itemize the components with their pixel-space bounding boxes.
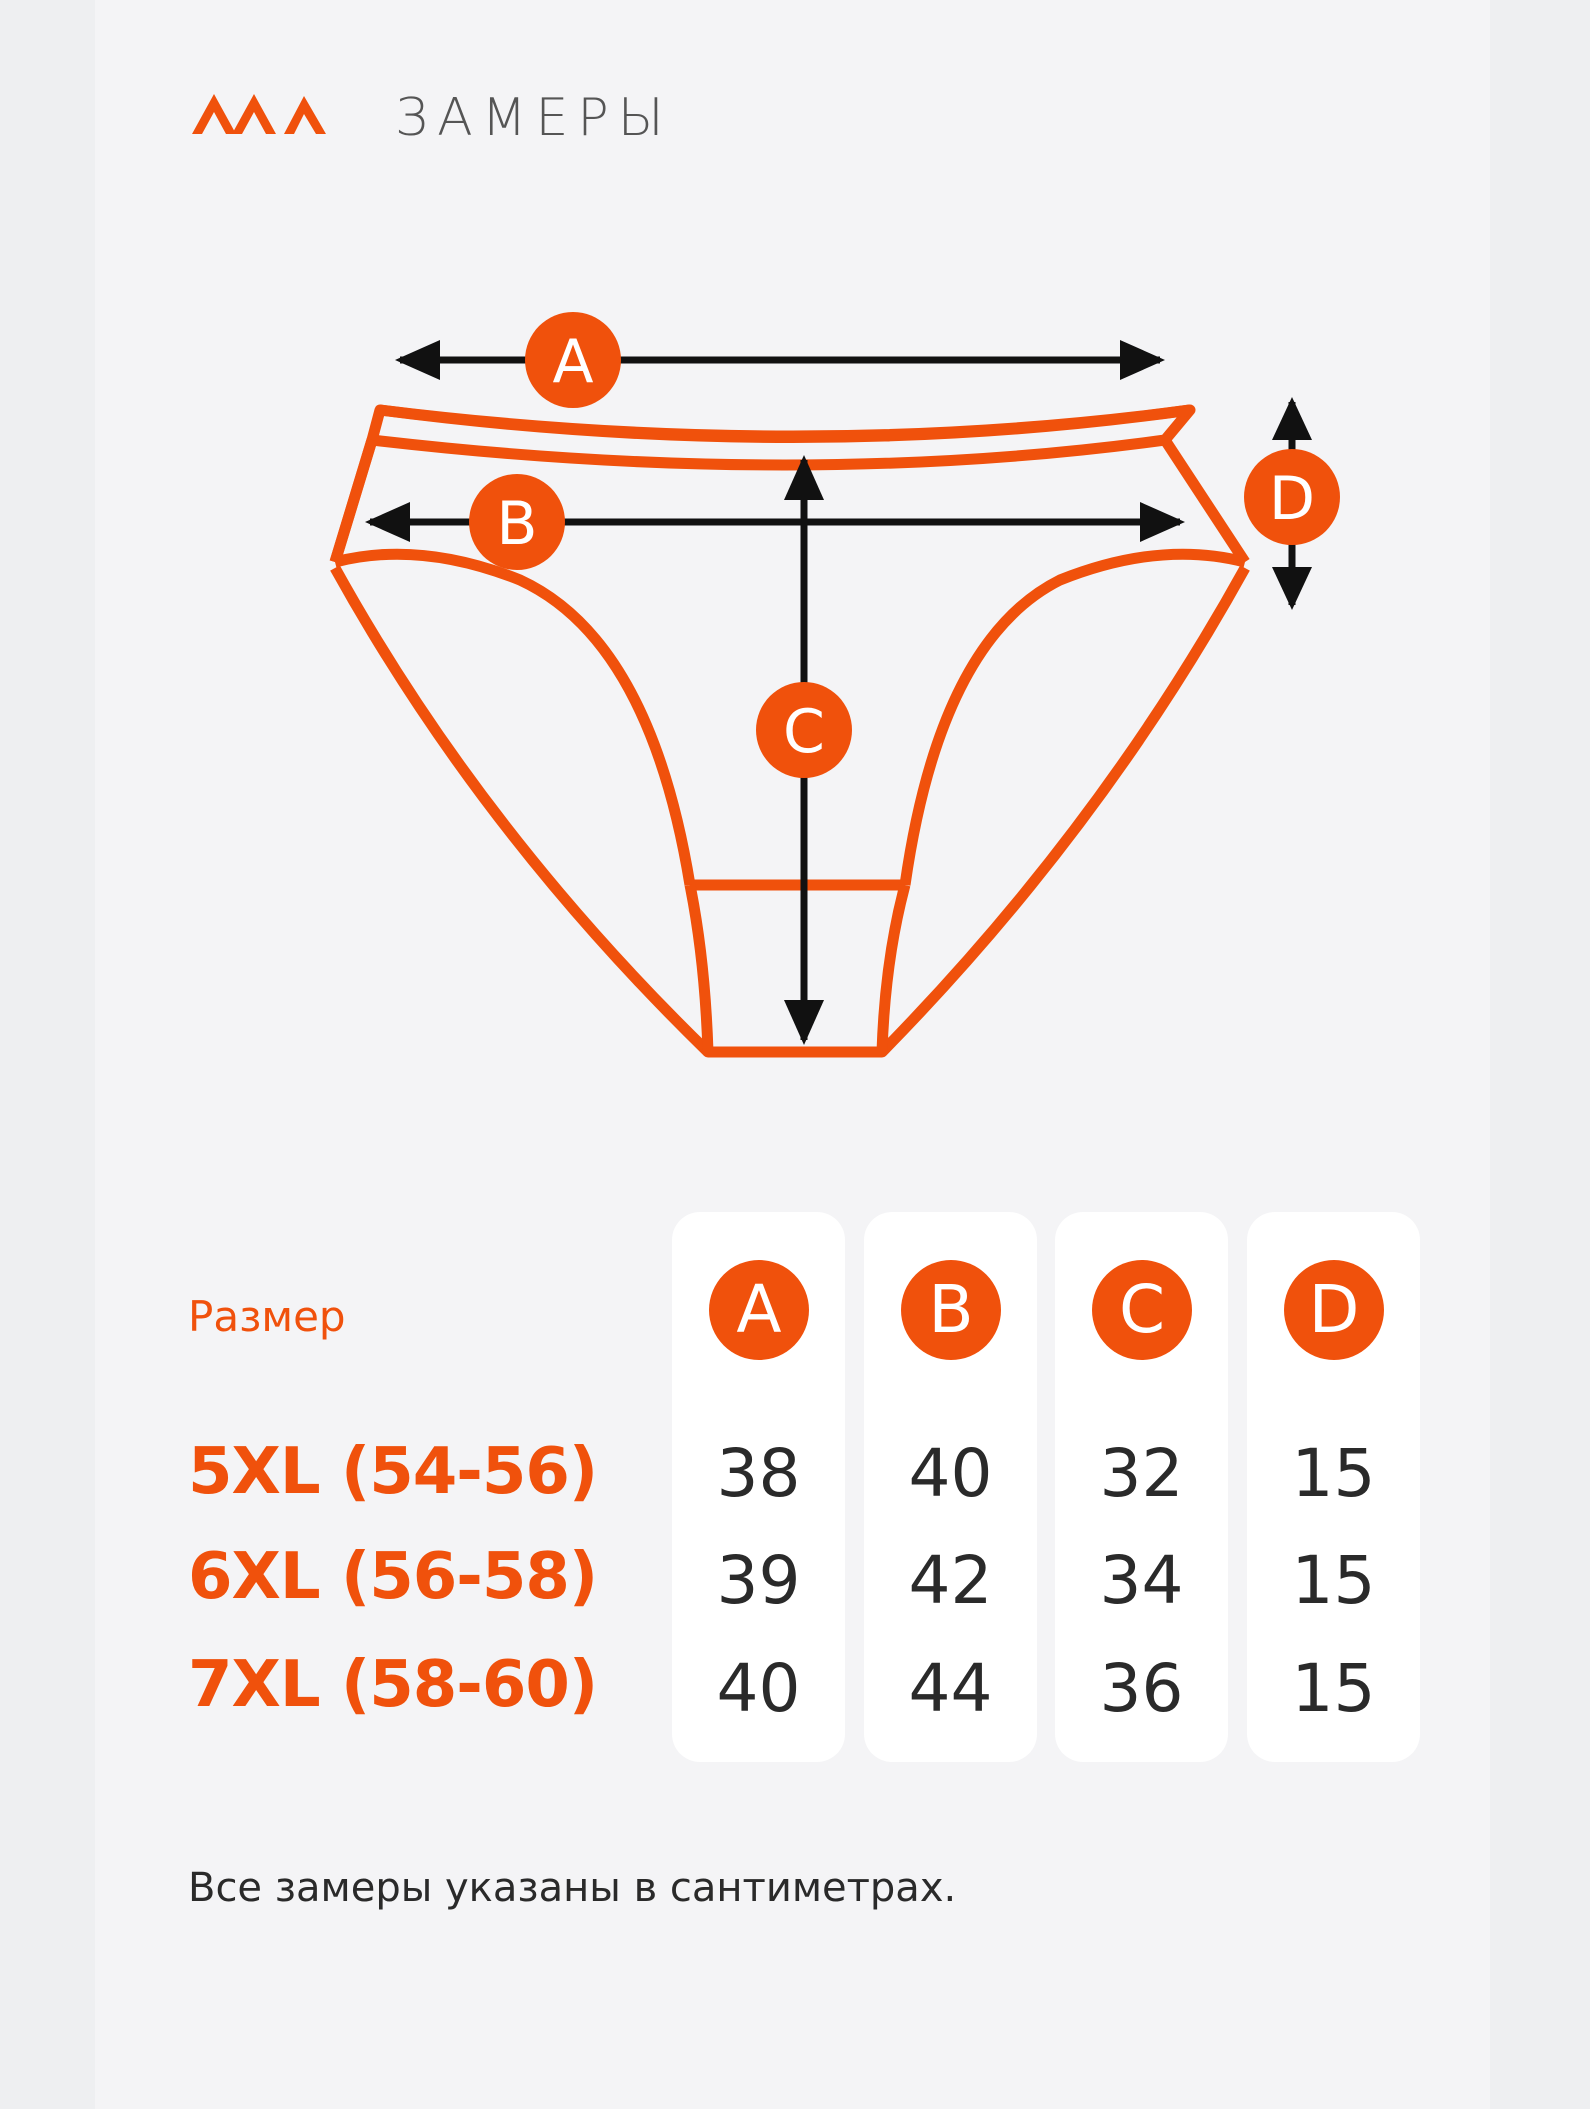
size-row-6xl: 6XL (56-58) [188,1540,598,1614]
marker-b: B [469,474,565,570]
arrow-a [395,340,1165,380]
size-row-5xl: 5XL (54-56) [188,1435,598,1509]
value-c-5xl: 32 [1099,1435,1184,1512]
value-d-7xl: 15 [1291,1650,1376,1727]
size-header: Размер [188,1292,346,1341]
column-b-badge: B [901,1260,1001,1360]
column-c-badge: C [1092,1260,1192,1360]
value-b-5xl: 40 [908,1435,993,1512]
value-b-6xl: 42 [908,1542,993,1619]
column-d: D 15 15 15 [1247,1212,1420,1762]
measurement-diagram: A B C D [329,312,1340,1058]
value-a-7xl: 40 [716,1650,801,1727]
value-d-5xl: 15 [1291,1435,1376,1512]
svg-text:C: C [783,697,825,767]
marker-c: C [756,682,852,778]
svg-text:A: A [552,327,593,397]
value-c-7xl: 36 [1099,1650,1184,1727]
column-c: C 32 34 36 [1055,1212,1228,1762]
marker-d: D [1244,449,1340,545]
value-d-6xl: 15 [1291,1542,1376,1619]
column-a-badge: A [709,1260,809,1360]
value-a-5xl: 38 [716,1435,801,1512]
svg-text:B: B [496,489,537,559]
value-c-6xl: 34 [1099,1542,1184,1619]
svg-text:D: D [1269,464,1315,534]
page-title: ЗАМЕРЫ [395,88,673,148]
column-d-badge: D [1284,1260,1384,1360]
units-footnote: Все замеры указаны в сантиметрах. [188,1865,957,1911]
column-a: A 38 39 40 [672,1212,845,1762]
brand-logo [192,94,326,134]
value-b-7xl: 44 [908,1650,993,1727]
column-b: B 40 42 44 [864,1212,1037,1762]
marker-a: A [525,312,621,408]
size-row-7xl: 7XL (58-60) [188,1648,598,1722]
garment-outline [329,404,1250,1058]
value-a-6xl: 39 [716,1542,801,1619]
